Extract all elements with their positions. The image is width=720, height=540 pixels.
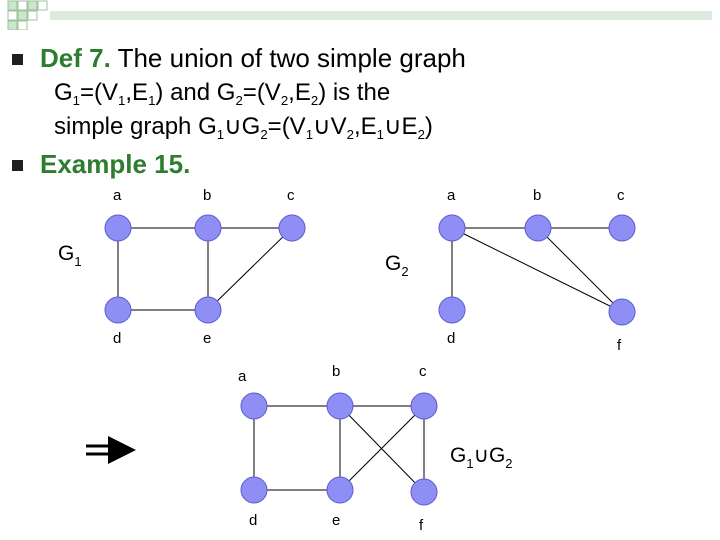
def-line-2: G1=(V1,E1) and G2=(V2,E2) is the xyxy=(54,79,391,108)
node-label-d: d xyxy=(113,330,121,347)
def-text: The union of two simple graph xyxy=(117,43,466,73)
edge-c-e xyxy=(339,405,425,491)
graph-name-1: G1 xyxy=(58,242,82,269)
node-a xyxy=(104,214,132,242)
implies-arrow-icon xyxy=(86,436,136,464)
graph-1: a b c d e G1 xyxy=(58,187,306,347)
graph-3: a b c d e f G1∪G2 xyxy=(238,363,513,534)
node-e xyxy=(326,476,354,504)
node-label-a: a xyxy=(113,187,122,204)
node-b xyxy=(524,214,552,242)
node-label-d: d xyxy=(249,512,257,529)
node-f xyxy=(410,478,438,506)
node-label-c: c xyxy=(287,187,295,204)
node-b xyxy=(194,214,222,242)
def-line-3: simple graph G1∪G2=(V1∪V2,E1∪E2) xyxy=(54,113,433,142)
node-d xyxy=(240,476,268,504)
node-label-b: b xyxy=(533,187,541,204)
node-c xyxy=(410,392,438,420)
node-label-b: b xyxy=(332,363,340,380)
def-heading: Def 7. xyxy=(40,43,111,73)
node-f xyxy=(608,298,636,326)
edge-a-f xyxy=(451,227,623,313)
node-d xyxy=(104,296,132,324)
node-label-e: e xyxy=(203,330,211,347)
node-a xyxy=(240,392,268,420)
example-heading: Example 15. xyxy=(40,149,191,179)
node-label-c: c xyxy=(419,363,427,380)
node-label-f: f xyxy=(419,517,424,534)
node-d xyxy=(438,296,466,324)
node-label-c: c xyxy=(617,187,625,204)
edge-b-f xyxy=(339,405,425,493)
node-label-d: d xyxy=(447,330,455,347)
node-label-f: f xyxy=(617,337,622,354)
node-c xyxy=(608,214,636,242)
edge-b-f xyxy=(537,227,623,313)
graph-2: a b c d f G2 xyxy=(385,187,636,354)
graph-name-3: G1∪G2 xyxy=(450,444,513,471)
node-a xyxy=(438,214,466,242)
node-e xyxy=(194,296,222,324)
edge-c-e xyxy=(207,227,293,311)
node-b xyxy=(326,392,354,420)
bullet-def7: Def 7. The union of two simple graph xyxy=(8,42,708,74)
corner-decoration xyxy=(7,0,712,30)
node-c xyxy=(278,214,306,242)
graph-name-2: G2 xyxy=(385,252,409,279)
node-label-a: a xyxy=(447,187,456,204)
bullet-square-icon xyxy=(12,54,23,65)
node-label-a: a xyxy=(238,368,247,385)
node-label-b: b xyxy=(203,187,211,204)
node-label-e: e xyxy=(332,512,340,529)
bullet-square-icon xyxy=(12,160,23,171)
bullet-example: Example 15. xyxy=(8,148,190,180)
